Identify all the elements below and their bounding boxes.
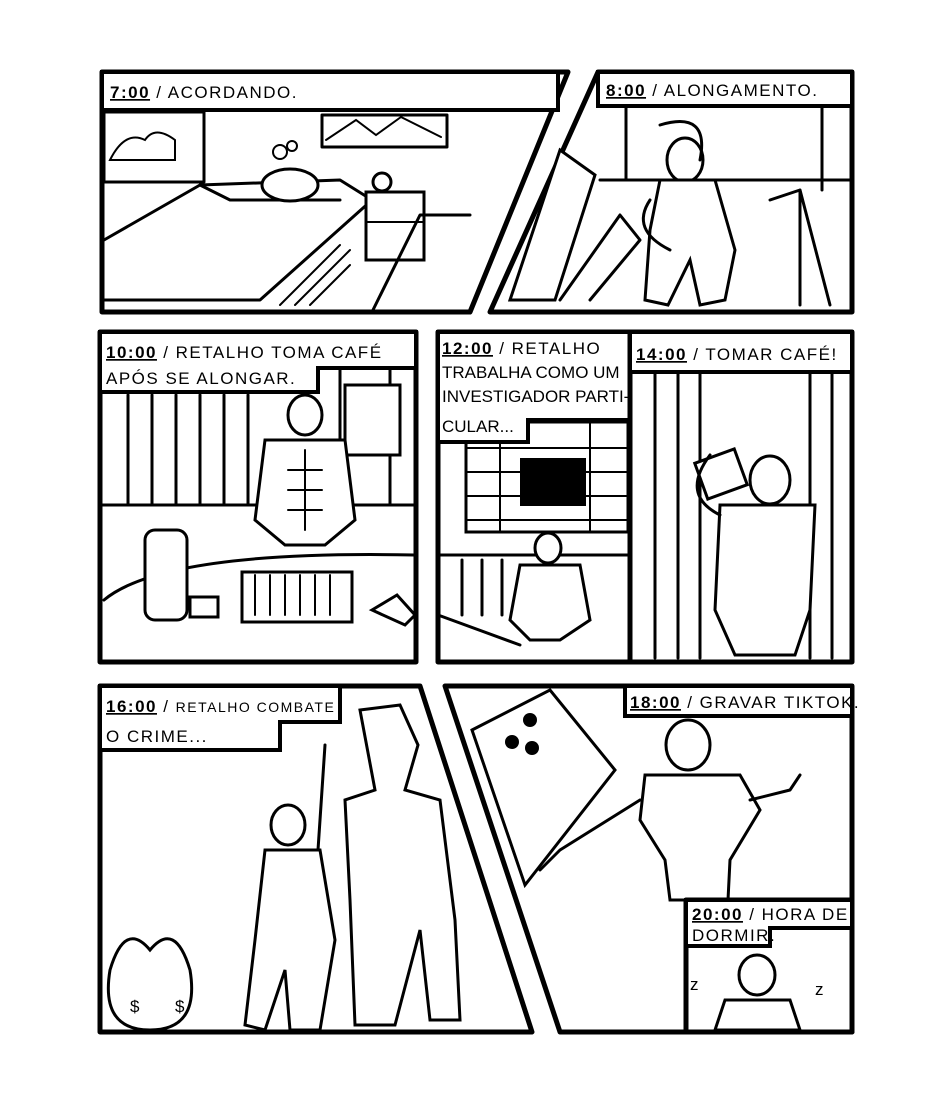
caption-time: 14:00 [636,345,687,364]
panel-8-bedtime: z z 20:00 / HORA DE DORMIR. [683,897,855,1035]
caption-text: INVESTIGADOR PARTI- [442,387,629,406]
dollar-sign-icon: $ [175,997,186,1016]
caption-text: ACORDANDO. [168,83,298,102]
caption-text: GRAVAR TIKTOK. [700,693,861,712]
caption-text: TOMAR CAFÉ! [705,345,837,364]
caption-box [628,330,854,374]
panel-6-fights-crime: $ $ 16:00 / RETALHO COMBATE O CRIME... [97,683,535,1035]
svg-text:8:00 / ALONGAMENTO.: 8:00 / ALONGAMENTO. [606,81,818,100]
caption-time: 20:00 [692,905,743,924]
svg-text:14:00 / TOMAR CAFÉ!: 14:00 / TOMAR CAFÉ! [636,345,838,364]
kitchen-drawing [98,368,418,627]
caption-box [98,684,342,752]
tiktok-drawing [470,688,802,902]
svg-text:7:00 / ACORDANDO.: 7:00 / ACORDANDO. [110,83,298,102]
sleeping-drawing: z z [690,953,825,1032]
svg-text:16:00 / RETALHO COMBATE: 16:00 / RETALHO COMBATE [106,697,335,716]
caption-text: CULAR... [442,417,514,436]
stretching-drawing [507,103,854,307]
caption-text: DORMIR. [692,926,776,945]
caption-time: 12:00 [442,339,493,358]
caption-text: TRABALHA COMO UM [442,363,620,382]
svg-text:z: z [690,975,700,994]
panel-1-waking-up: 7:00 / ACORDANDO. [99,69,571,315]
caption-text: RETALHO COMBATE [176,699,336,715]
svg-text:z: z [815,980,825,999]
caption-box [100,70,560,112]
panel-5-drink-coffee: 14:00 / TOMAR CAFÉ! [627,329,855,665]
caption-time: 10:00 [106,343,157,362]
panel-4-investigator: 12:00 / RETALHO TRABALHA COMO UM INVESTI… [435,329,633,665]
caption-time: 18:00 [630,693,681,712]
drinking-drawing [653,370,834,660]
caption-text: HORA DE [762,905,849,924]
caption-time: 7:00 [110,83,150,102]
svg-text:10:00 / RETALHO TOMA CAFÉ: 10:00 / RETALHO TOMA CAFÉ [106,343,383,362]
bedroom-drawing [102,110,472,314]
caption-box [623,684,854,718]
panel-2-stretching: 8:00 / ALONGAMENTO. [487,69,855,315]
caption-text: O CRIME... [106,727,208,746]
caption-box [596,70,854,108]
caption-text: RETALHO TOMA CAFÉ [176,343,383,362]
panel-3-coffee: 10:00 / RETALHO TOMA CAFÉ APÓS SE ALONGA… [97,329,419,665]
fight-drawing: $ $ [106,703,462,1032]
svg-text:12:00 / RETALHO: 12:00 / RETALHO [442,339,601,358]
caption-text: RETALHO [512,339,602,358]
caption-time: 8:00 [606,81,646,100]
svg-text:18:00 / GRAVAR TIKTOK.: 18:00 / GRAVAR TIKTOK. [630,693,860,712]
caption-time: 16:00 [106,697,157,716]
svg-text:20:00 / HORA DE: 20:00 / HORA DE [692,905,849,924]
dollar-sign-icon: $ [130,997,141,1016]
caption-box [98,330,418,394]
caption-box [684,898,854,948]
caption-text: ALONGAMENTO. [664,81,819,100]
caption-text: APÓS SE ALONGAR. [106,369,296,388]
